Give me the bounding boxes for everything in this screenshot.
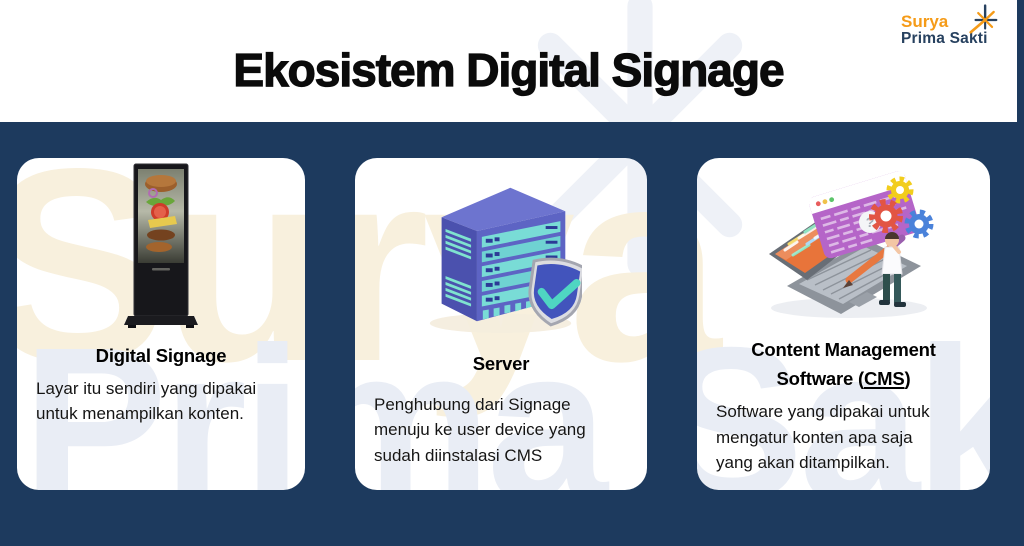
card-description: Penghubung dari Signage menuju ke user d… <box>374 394 586 465</box>
logo-word-prima-sakti: Prima Sakti <box>901 30 988 48</box>
cms-illustration: ? <box>716 158 971 324</box>
svg-text:?: ? <box>865 214 874 230</box>
laptop-cms-icon: ? <box>768 171 933 318</box>
cms-underlined: CMS <box>863 367 905 389</box>
card-title-line1: Content Management <box>751 339 936 360</box>
gear-red-icon <box>868 199 903 233</box>
card-title: Digital Signage <box>95 345 227 366</box>
gear-blue-icon <box>904 209 933 239</box>
card-row: Digital Signage Layar itu sendiri yang d… <box>17 158 990 490</box>
card-digital-signage: Digital Signage Layar itu sendiri yang d… <box>17 158 305 490</box>
person-icon <box>878 232 906 307</box>
logo-word-surya: Surya <box>901 12 949 31</box>
card-server: Server Penghubung dari Signage menuju ke… <box>355 158 647 490</box>
card-title: Server <box>472 353 530 374</box>
server-rack-icon <box>429 187 582 334</box>
gear-yellow-icon <box>886 176 913 204</box>
page-title: Ekosistem Digital Signage <box>233 44 785 96</box>
header-band: Ekosistem Digital Signage Surya <box>0 0 1017 122</box>
card-description: Software yang dipakai untuk mengatur kon… <box>716 402 930 473</box>
digital-signage-totem-illustration <box>36 158 286 330</box>
company-logo: Surya Prima Sakti <box>901 4 1001 48</box>
card-title-line2: Software (CMS) <box>776 367 911 389</box>
shield-check-icon <box>528 257 582 327</box>
digital-signage-totem-icon <box>124 163 198 328</box>
card-description: Layar itu sendiri yang dipakai untuk men… <box>36 378 257 424</box>
card-title: Content Management Software (CMS) <box>716 336 971 393</box>
server-illustration <box>374 158 628 336</box>
card-cms: ? <box>697 158 990 490</box>
logo-star-icon <box>967 4 999 41</box>
